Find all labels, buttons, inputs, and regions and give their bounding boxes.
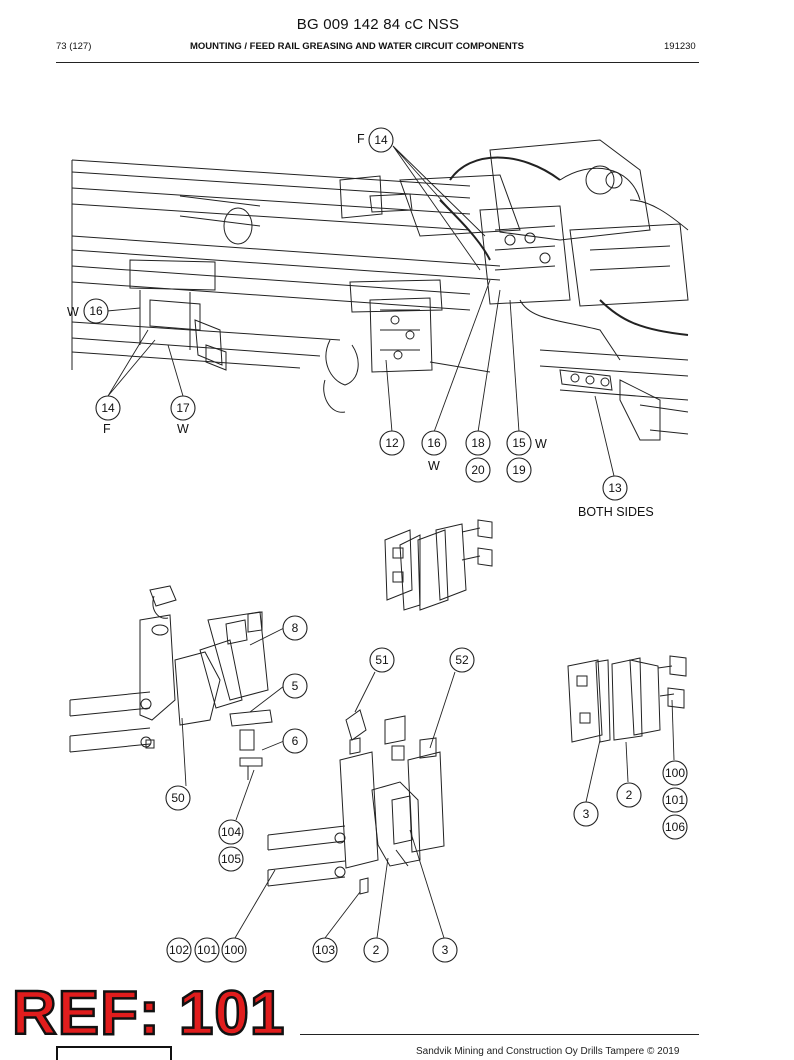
callout-3-right: 3 — [573, 801, 599, 827]
callout-5: 5 — [282, 673, 308, 699]
callout-16-left: 16 — [83, 298, 109, 324]
svg-text:100: 100 — [665, 766, 685, 780]
svg-text:13: 13 — [608, 481, 622, 495]
svg-text:104: 104 — [221, 825, 241, 839]
page-number: 73 (127) — [56, 41, 92, 52]
callout-3-bottom: 3 — [432, 937, 458, 963]
svg-text:50: 50 — [171, 791, 185, 805]
callout-17: 17 — [170, 395, 196, 421]
callout-50: 50 — [165, 785, 191, 811]
label-w-15: W — [535, 437, 547, 451]
callout-14-low: 14 — [95, 395, 121, 421]
svg-text:16: 16 — [427, 436, 441, 450]
callout-106: 106 — [662, 814, 688, 840]
header-rule — [56, 62, 699, 63]
svg-text:2: 2 — [626, 788, 633, 802]
svg-text:52: 52 — [455, 653, 469, 667]
reference-stamp: REF: 101 — [11, 979, 286, 1048]
svg-text:106: 106 — [665, 820, 685, 834]
callout-52: 52 — [449, 647, 475, 673]
callout-6: 6 — [282, 728, 308, 754]
callout-8: 8 — [282, 615, 308, 641]
svg-text:2: 2 — [373, 943, 380, 957]
document-id: BG 009 142 84 cC NSS — [296, 16, 460, 33]
label-w-left: W — [67, 305, 79, 319]
callout-18: 18 — [465, 430, 491, 456]
svg-text:3: 3 — [583, 807, 590, 821]
svg-text:101: 101 — [665, 793, 685, 807]
callout-12: 12 — [379, 430, 405, 456]
label-f-top: F — [357, 132, 365, 146]
svg-text:14: 14 — [101, 401, 115, 415]
leader-lines-upper — [106, 145, 615, 477]
callout-100-bottom: 100 — [221, 937, 247, 963]
svg-text:101: 101 — [197, 943, 217, 957]
callout-16-mid: 16 — [421, 430, 447, 456]
svg-text:51: 51 — [375, 653, 389, 667]
callout-14-top: 14 — [368, 127, 394, 153]
callout-101-right: 101 — [662, 787, 688, 813]
callout-100-right: 100 — [662, 760, 688, 786]
bracket-assembly-center — [267, 709, 445, 895]
label-w-17: W — [177, 422, 189, 436]
leader-lines-lower — [181, 627, 675, 939]
callout-101-bottom: 101 — [194, 937, 220, 963]
label-both-sides: BOTH SIDES — [578, 505, 654, 519]
callout-102: 102 — [166, 937, 192, 963]
callout-15: 15 — [506, 430, 532, 456]
callout-20: 20 — [465, 457, 491, 483]
document-code: 191230 — [664, 41, 696, 52]
callout-19: 19 — [506, 457, 532, 483]
footer-rule — [300, 1034, 699, 1035]
callout-104: 104 — [218, 819, 244, 845]
svg-text:19: 19 — [512, 463, 526, 477]
bracket-assembly-left — [69, 585, 273, 780]
svg-text:18: 18 — [471, 436, 485, 450]
svg-text:14: 14 — [374, 133, 388, 147]
callout-2-right: 2 — [616, 782, 642, 808]
svg-text:103: 103 — [315, 943, 335, 957]
footer-copyright: Sandvik Mining and Construction Oy Drill… — [416, 1046, 680, 1057]
feed-rail-assembly — [71, 139, 689, 441]
guide-pad-assembly-right — [567, 655, 687, 743]
section-title: MOUNTING / FEED RAIL GREASING AND WATER … — [190, 41, 524, 52]
svg-text:16: 16 — [89, 304, 103, 318]
callout-105: 105 — [218, 846, 244, 872]
guide-pad-assembly-top — [384, 519, 493, 611]
callout-103: 103 — [312, 937, 338, 963]
svg-text:12: 12 — [385, 436, 399, 450]
svg-text:3: 3 — [442, 943, 449, 957]
label-f-low: F — [103, 422, 111, 436]
svg-text:8: 8 — [292, 621, 299, 635]
svg-text:5: 5 — [292, 679, 299, 693]
brand-logo — [56, 1046, 172, 1060]
callout-2-bottom: 2 — [363, 937, 389, 963]
svg-text:6: 6 — [292, 734, 299, 748]
svg-text:105: 105 — [221, 852, 241, 866]
svg-text:17: 17 — [176, 401, 190, 415]
svg-text:15: 15 — [512, 436, 526, 450]
callout-51: 51 — [369, 647, 395, 673]
callout-13: 13 — [602, 475, 628, 501]
svg-text:102: 102 — [169, 943, 189, 957]
svg-text:20: 20 — [471, 463, 485, 477]
svg-text:100: 100 — [224, 943, 244, 957]
label-w-16: W — [428, 459, 440, 473]
